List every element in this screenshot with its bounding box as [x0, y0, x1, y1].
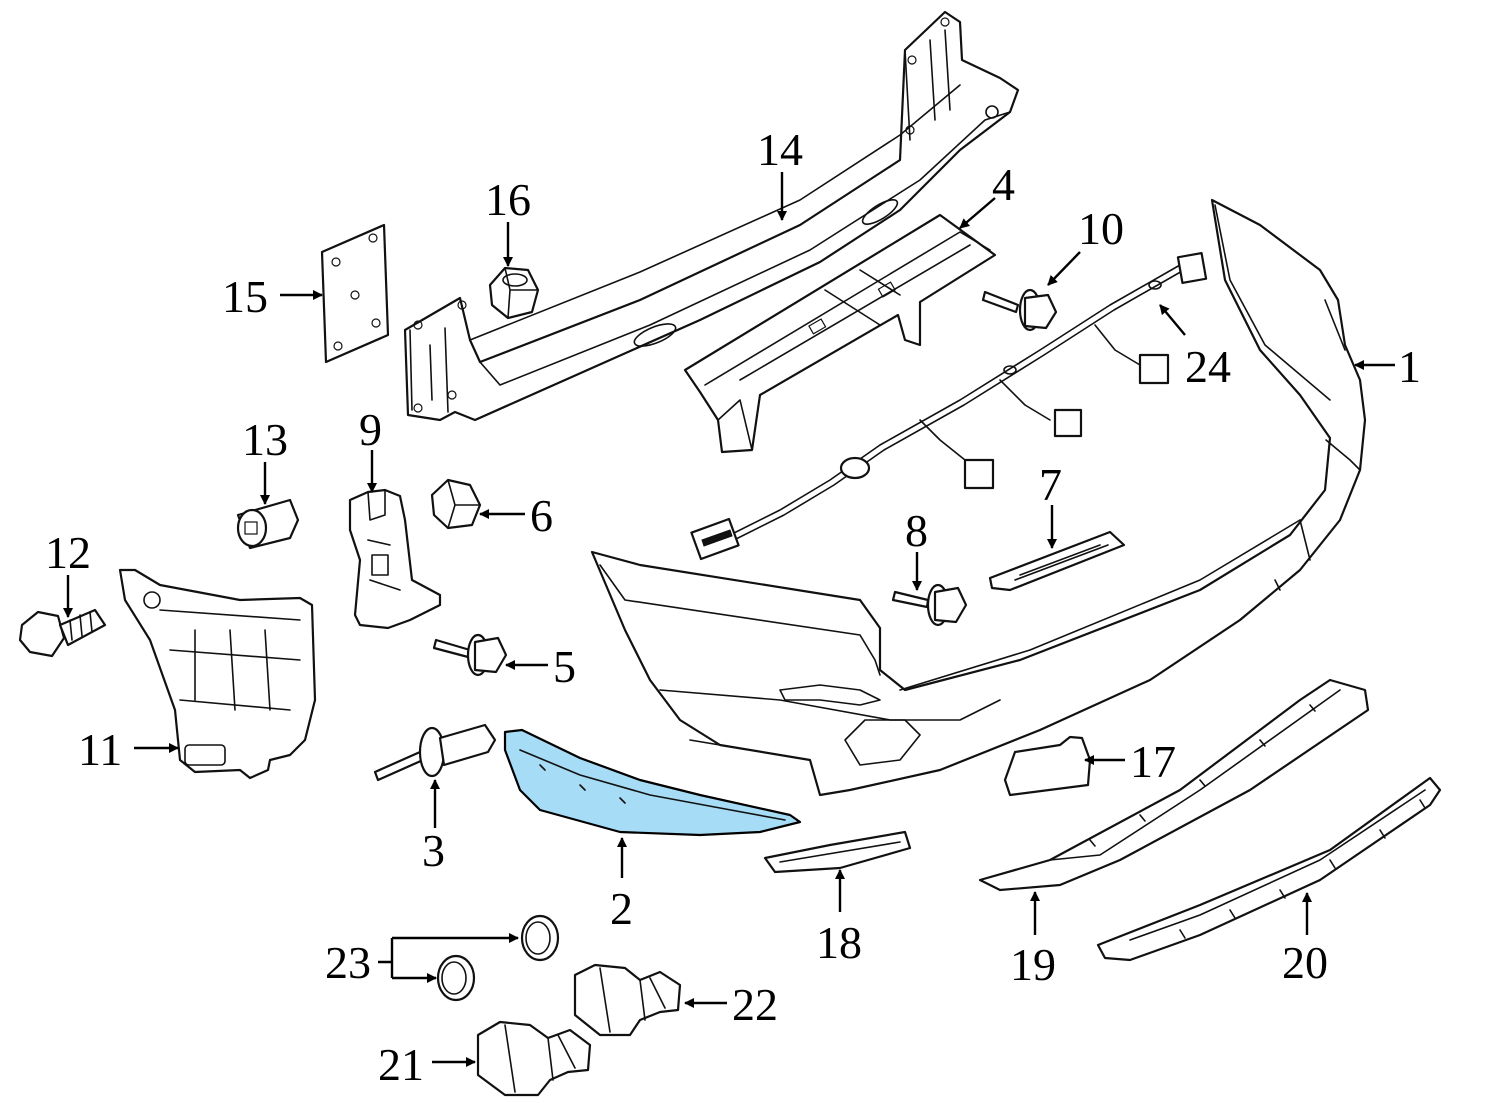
part-15-mount-plate[interactable] [320, 223, 390, 364]
callout-2: 2 [610, 883, 633, 934]
part-21-park-sensor[interactable] [476, 1020, 592, 1097]
callout-4: 4 [992, 159, 1015, 210]
part-9-guide-bracket[interactable] [348, 488, 442, 630]
part-17-cover-cap[interactable] [1003, 735, 1092, 797]
part-7-reflector[interactable] [988, 530, 1126, 592]
part-19-diffuser[interactable] [978, 678, 1370, 892]
part-13-clip-nut[interactable] [236, 498, 300, 550]
callout-6: 6 [530, 490, 553, 541]
callout-3: 3 [422, 825, 445, 876]
part-16-nut[interactable] [488, 266, 540, 320]
part-14-impact-bar[interactable] [403, 10, 1020, 422]
callout-21: 21 [378, 1039, 424, 1090]
callout-14: 14 [757, 124, 803, 175]
callout-15: 15 [222, 271, 268, 322]
callout-23: 23 [325, 937, 371, 988]
callout-7: 7 [1039, 459, 1062, 510]
part-20-lower-panel[interactable] [1096, 776, 1442, 962]
part-1-bumper-cover[interactable] [590, 198, 1367, 797]
part-8-bolt[interactable] [891, 583, 968, 627]
callout-17: 17 [1130, 736, 1176, 787]
part-3-push-pin[interactable] [373, 723, 497, 782]
part-18-trim-strip[interactable] [763, 830, 912, 874]
part-5-bolt[interactable] [432, 633, 508, 677]
callout-13: 13 [242, 414, 288, 465]
callout-22: 22 [732, 979, 778, 1030]
part-23-grommets[interactable] [436, 914, 560, 1002]
callout-18: 18 [816, 917, 862, 968]
callout-5: 5 [553, 641, 576, 692]
callout-9: 9 [359, 404, 382, 455]
part-4-energy-absorber[interactable] [683, 213, 997, 454]
part-6-nut[interactable] [430, 478, 482, 530]
part-12-bolt[interactable] [18, 608, 107, 658]
callout-8: 8 [905, 505, 928, 556]
callout-24: 24 [1185, 341, 1231, 392]
callout-20: 20 [1282, 937, 1328, 988]
part-24-wiring-harness[interactable] [690, 252, 1208, 561]
callout-labels: 1 2 3 4 5 6 7 8 9 10 11 12 13 14 15 16 1… [45, 124, 1421, 1090]
callout-11: 11 [78, 724, 122, 775]
part-10-bolt[interactable] [981, 288, 1058, 332]
part-2-lower-valance[interactable] [503, 728, 802, 837]
callout-19: 19 [1010, 939, 1056, 990]
part-22-park-sensor[interactable] [573, 963, 682, 1037]
callout-16: 16 [485, 174, 531, 225]
callout-12: 12 [45, 527, 91, 578]
callout-1: 1 [1398, 341, 1421, 392]
part-11-side-bracket[interactable] [118, 568, 317, 780]
callout-10: 10 [1078, 203, 1124, 254]
leader-lines [63, 172, 1395, 1067]
